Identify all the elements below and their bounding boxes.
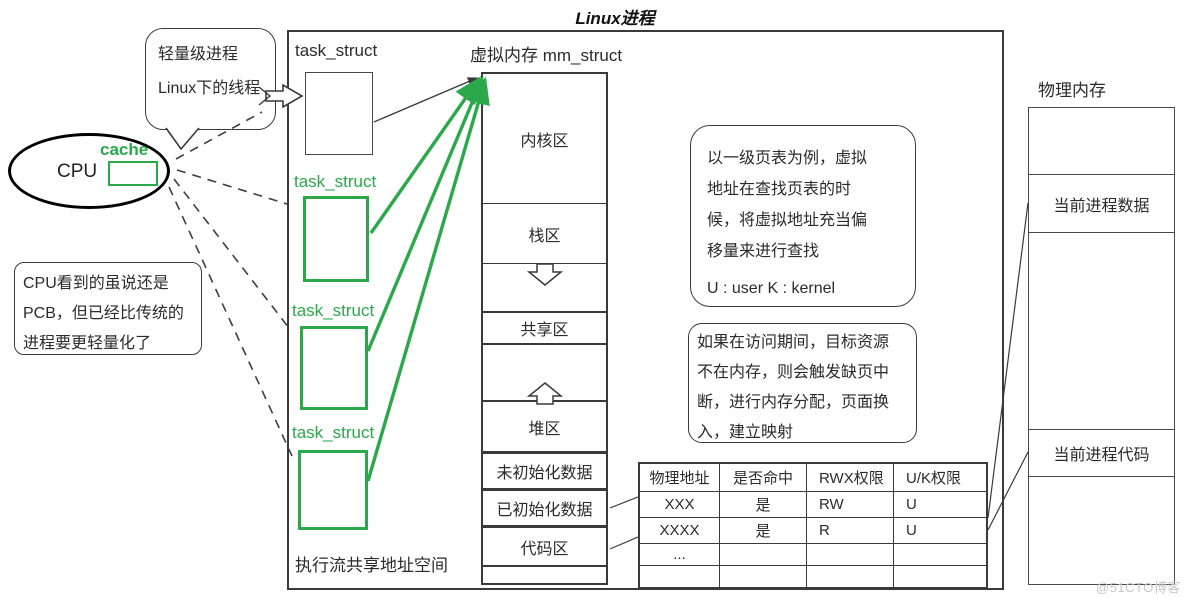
page-lookup-bubble: 以一级页表为例，虚拟 地址在查找页表的时 候，将虚拟地址充当偏 移量来进行查找 …: [690, 125, 916, 307]
cache-box: [108, 161, 158, 186]
vm-section-heap: 堆区: [483, 401, 606, 453]
task-struct-box: [305, 72, 373, 155]
page-table-cell: [807, 566, 894, 587]
task-struct-green-label-2: task_struct: [292, 301, 375, 320]
task-struct-green-box-1: [303, 196, 369, 282]
phys-section-empty-mid: [1029, 233, 1174, 429]
page-table-cell: U: [894, 518, 986, 544]
vm-section-heap-growth: [483, 345, 606, 401]
bubble-tail: [165, 127, 200, 151]
task-struct-green-label-3: task_struct: [292, 423, 375, 442]
vm-section-data: 已初始化数据: [483, 490, 606, 527]
vm-section-stack: 栈区: [483, 204, 606, 264]
vm-section-bottom-empty: [483, 567, 606, 583]
task-struct-green-label-1: task_struct: [294, 172, 377, 191]
vm-section-shared: 共享区: [483, 312, 606, 345]
page-table-cell: R: [807, 518, 894, 544]
vm-section-stack-growth: [483, 264, 606, 312]
vm-section-bss: 未初始化数据: [483, 453, 606, 490]
page-table-cell: XXX: [640, 492, 720, 518]
page-table-header-cell: RWX权限: [807, 464, 894, 492]
shared-address-space-label: 执行流共享地址空间: [295, 556, 448, 575]
physical-memory-column: 当前进程数据 当前进程代码: [1028, 107, 1175, 585]
cache-label: cache: [100, 140, 149, 159]
uk-legend: U : user K : kernel: [707, 280, 836, 297]
page-table: 物理地址 是否命中 RWX权限 U/K权限 XXX 是 RW U XXXX 是 …: [638, 462, 988, 589]
phys-section-empty-bottom: [1029, 477, 1174, 577]
phys-section-process-code: 当前进程代码: [1029, 429, 1174, 477]
page-table-cell: 是: [720, 492, 807, 518]
task-struct-green-box-3: [298, 450, 368, 530]
mm-struct-label: 虚拟内存 mm_struct: [470, 46, 623, 65]
page-table-cell: ...: [640, 544, 720, 566]
diagram-title: Linux进程: [575, 9, 655, 28]
phys-section-empty-top: [1029, 108, 1174, 174]
virtual-memory-column: 内核区 栈区 共享区 堆区 未初始化数据 已初始化数据 代码区: [481, 72, 608, 585]
page-table-header-cell: U/K权限: [894, 464, 986, 492]
vm-section-code: 代码区: [483, 527, 606, 567]
task-struct-label: task_struct: [295, 41, 378, 60]
page-table-cell: [720, 544, 807, 566]
physical-memory-label: 物理内存: [1038, 81, 1106, 100]
cpu-pcb-note-box: CPU看到的虽说还是 PCB，但已经比传统的 进程要更轻量化了: [14, 262, 202, 355]
page-table-header-cell: 是否命中: [720, 464, 807, 492]
phys-section-process-data: 当前进程数据: [1029, 174, 1174, 233]
watermark: @51CTO博客: [1096, 580, 1181, 595]
page-fault-bubble: 如果在访问期间，目标资源 不在内存，则会触发缺页中 断，进行内存分配，页面换 入…: [688, 323, 917, 443]
page-table-cell: [807, 544, 894, 566]
page-table-cell: U: [894, 492, 986, 518]
page-table-cell: XXXX: [640, 518, 720, 544]
page-table-cell: RW: [807, 492, 894, 518]
vm-section-kernel: 内核区: [483, 74, 606, 204]
page-table-header-cell: 物理地址: [640, 464, 720, 492]
page-table-cell: 是: [720, 518, 807, 544]
lightweight-process-bubble: 轻量级进程 Linux下的线程: [145, 28, 276, 130]
cpu-label: CPU: [57, 161, 98, 182]
page-table-cell: [720, 566, 807, 587]
task-struct-green-box-2: [300, 326, 368, 410]
page-table-cell: [894, 566, 986, 587]
page-table-cell: [640, 566, 720, 587]
page-table-cell: [894, 544, 986, 566]
